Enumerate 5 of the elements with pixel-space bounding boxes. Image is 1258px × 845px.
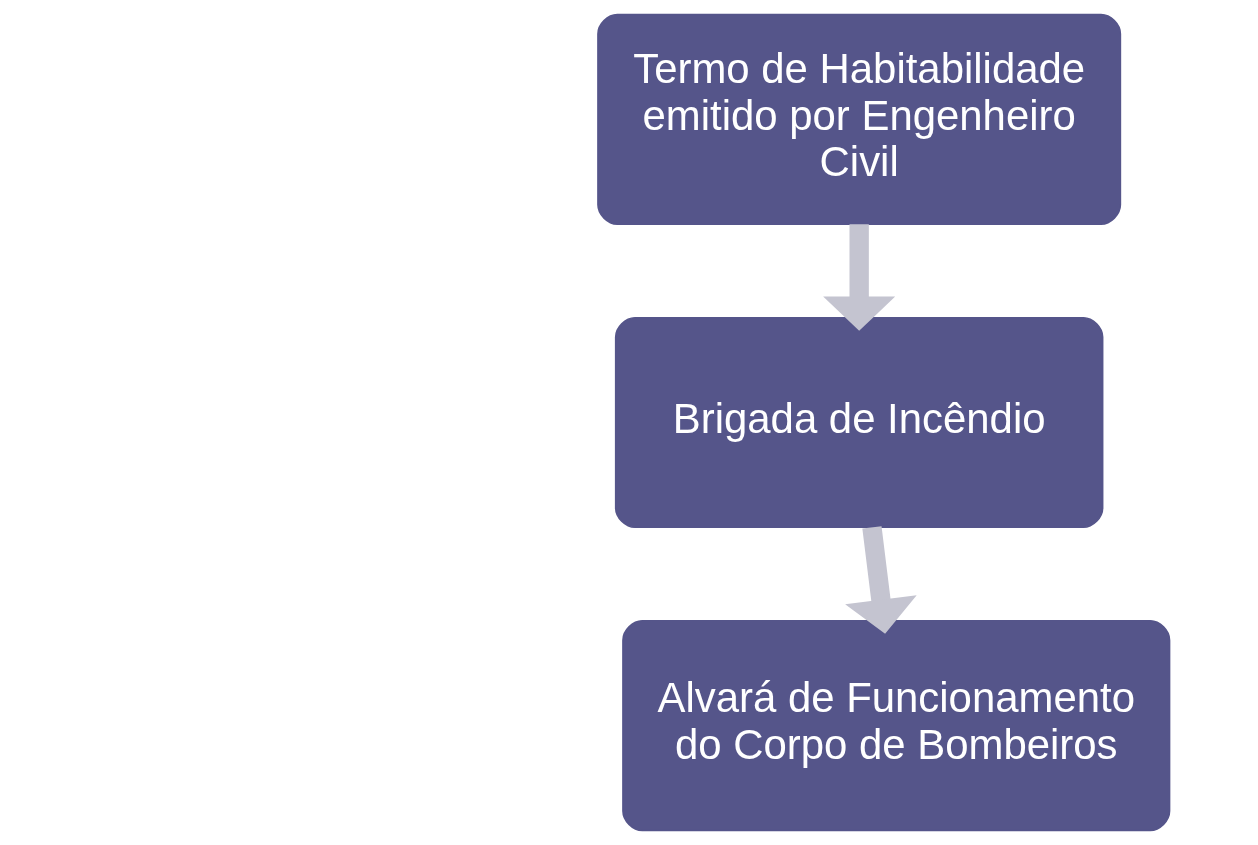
arrow — [823, 224, 896, 331]
node-box: Termo de Habitabilidade emitido por Engenheiro Civil — [597, 13, 1122, 225]
node-box: Alvará de Funcionamento do Corpo de Bombeiros — [622, 620, 1171, 832]
node-box: Brigada de Incêndio — [614, 316, 1104, 529]
arrow — [845, 526, 917, 634]
